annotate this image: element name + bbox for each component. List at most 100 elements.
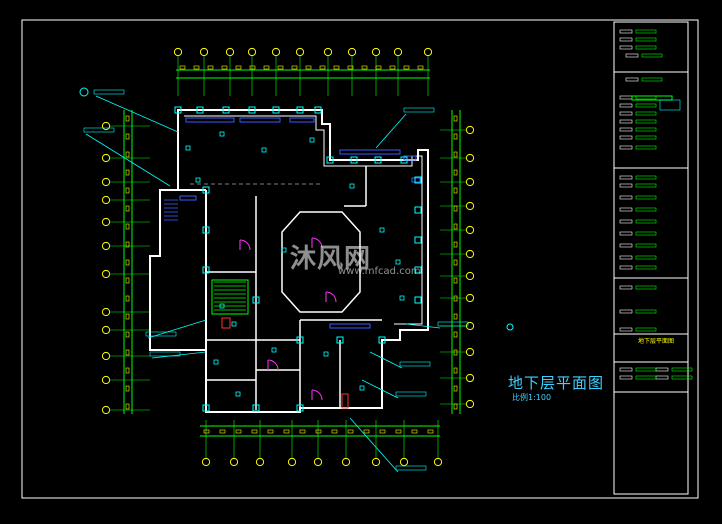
dimension-text-bar: [375, 65, 382, 70]
axis-bubble-bottom: [399, 457, 409, 467]
dimension-text-bar: [453, 115, 458, 122]
dimension-text-bar: [125, 223, 130, 230]
structural-column: [202, 266, 210, 274]
title-block-text-bar: [619, 207, 633, 212]
structural-column: [296, 404, 304, 412]
axis-bubble-bottom: [341, 457, 351, 467]
axis-bubble-left: [101, 351, 111, 361]
dimension-text-bar: [319, 65, 326, 70]
dimension-text-bar: [417, 65, 424, 70]
title-block-text-bar: [635, 207, 657, 212]
door-swing: [267, 359, 279, 371]
dimension-text-bar: [235, 429, 242, 434]
structural-column: [252, 404, 260, 412]
title-block-text-bar: [619, 175, 633, 180]
exterior-wall: [149, 109, 429, 413]
title-block-text-bar: [619, 255, 633, 260]
title-block-highlight: [659, 99, 681, 111]
structural-column: [174, 106, 182, 114]
annotation-leader: [95, 95, 179, 133]
annotation-leader: [85, 133, 171, 187]
structural-column: [314, 106, 322, 114]
axis-bubble-right: [465, 399, 475, 409]
structural-column: [350, 156, 358, 164]
title-block-text-bar: [641, 53, 663, 58]
title-block-text-bar: [619, 135, 633, 140]
fixture-symbol: [349, 183, 355, 189]
watermark-logo: 沐风网: [290, 244, 372, 274]
axis-bubble-left: [101, 269, 111, 279]
dimension-text-bar: [291, 65, 298, 70]
title-block-text-bar: [619, 285, 633, 290]
axis-bubble-top: [371, 47, 381, 57]
dimension-text-bar: [125, 241, 130, 248]
window: [339, 149, 401, 155]
dimension-text-bar: [453, 367, 458, 374]
axis-bubble-left: [101, 177, 111, 187]
axis-bubble-top: [323, 47, 333, 57]
annotation-leader: [151, 351, 207, 359]
dimension-text-bar: [315, 429, 322, 434]
dimension-text-bar: [251, 429, 258, 434]
fixture-symbol: [399, 295, 405, 301]
dimension-text-bar: [453, 241, 458, 248]
axis-bubble-top: [271, 47, 281, 57]
structural-column: [202, 186, 210, 194]
fixture-symbol: [235, 391, 241, 397]
title-block-text-bar: [619, 119, 633, 124]
axis-bubble-right: [465, 373, 475, 383]
annotation-text-bar: [399, 361, 431, 367]
axis-bubble-right: [465, 153, 475, 163]
dimension-text-bar: [347, 429, 354, 434]
door-swing: [311, 389, 323, 401]
structural-column: [414, 266, 422, 274]
title-block-text-bar: [635, 285, 657, 290]
fixture-symbol: [309, 137, 315, 143]
title-block-text-bar: [635, 175, 657, 180]
structural-column: [400, 156, 408, 164]
title-block-text-bar: [671, 375, 693, 380]
dimension-text-bar: [453, 385, 458, 392]
annotation-text-bar: [395, 391, 427, 397]
axis-bubble-bottom: [287, 457, 297, 467]
title-block-text-bar: [635, 103, 657, 108]
structural-column: [202, 404, 210, 412]
title-block-text-bar: [619, 231, 633, 236]
axis-bubble-bottom: [371, 457, 381, 467]
fixture-symbol: [281, 247, 287, 253]
title-block-text-bar: [635, 219, 657, 224]
axis-bubble-left: [101, 241, 111, 251]
title-block-text-bar: [619, 265, 633, 270]
structural-column: [196, 106, 204, 114]
axis-bubble-bottom: [313, 457, 323, 467]
dimension-text-bar: [395, 429, 402, 434]
title-block-text-bar: [619, 195, 633, 200]
annotation-text-bar: [403, 107, 435, 113]
dimension-text-bar: [333, 65, 340, 70]
dimension-text-bar: [207, 65, 214, 70]
window: [411, 177, 421, 183]
axis-bubble-top: [295, 47, 305, 57]
dimension-text-bar: [427, 429, 434, 434]
drawing-scale: 比例1:100: [512, 393, 552, 402]
structural-column: [326, 156, 334, 164]
door-swing: [239, 239, 251, 251]
title-block-highlight: [631, 95, 673, 101]
structural-column: [296, 106, 304, 114]
axis-bubble-left: [101, 121, 111, 131]
dimension-text-bar: [305, 65, 312, 70]
annotation-leader: [361, 379, 399, 399]
fixture-symbol: [219, 131, 225, 137]
axis-bubble-top: [225, 47, 235, 57]
axis-bubble-left: [101, 153, 111, 163]
annotation-leader: [369, 351, 403, 369]
fixture-symbol: [323, 351, 329, 357]
annotation-leader: [349, 417, 399, 473]
axis-bubble-left: [101, 195, 111, 205]
structural-column: [414, 296, 422, 304]
title-block-frame: [613, 21, 689, 495]
dimension-text-bar: [125, 187, 130, 194]
annotation-leader: [375, 113, 407, 149]
dimension-text-bar: [125, 259, 130, 266]
